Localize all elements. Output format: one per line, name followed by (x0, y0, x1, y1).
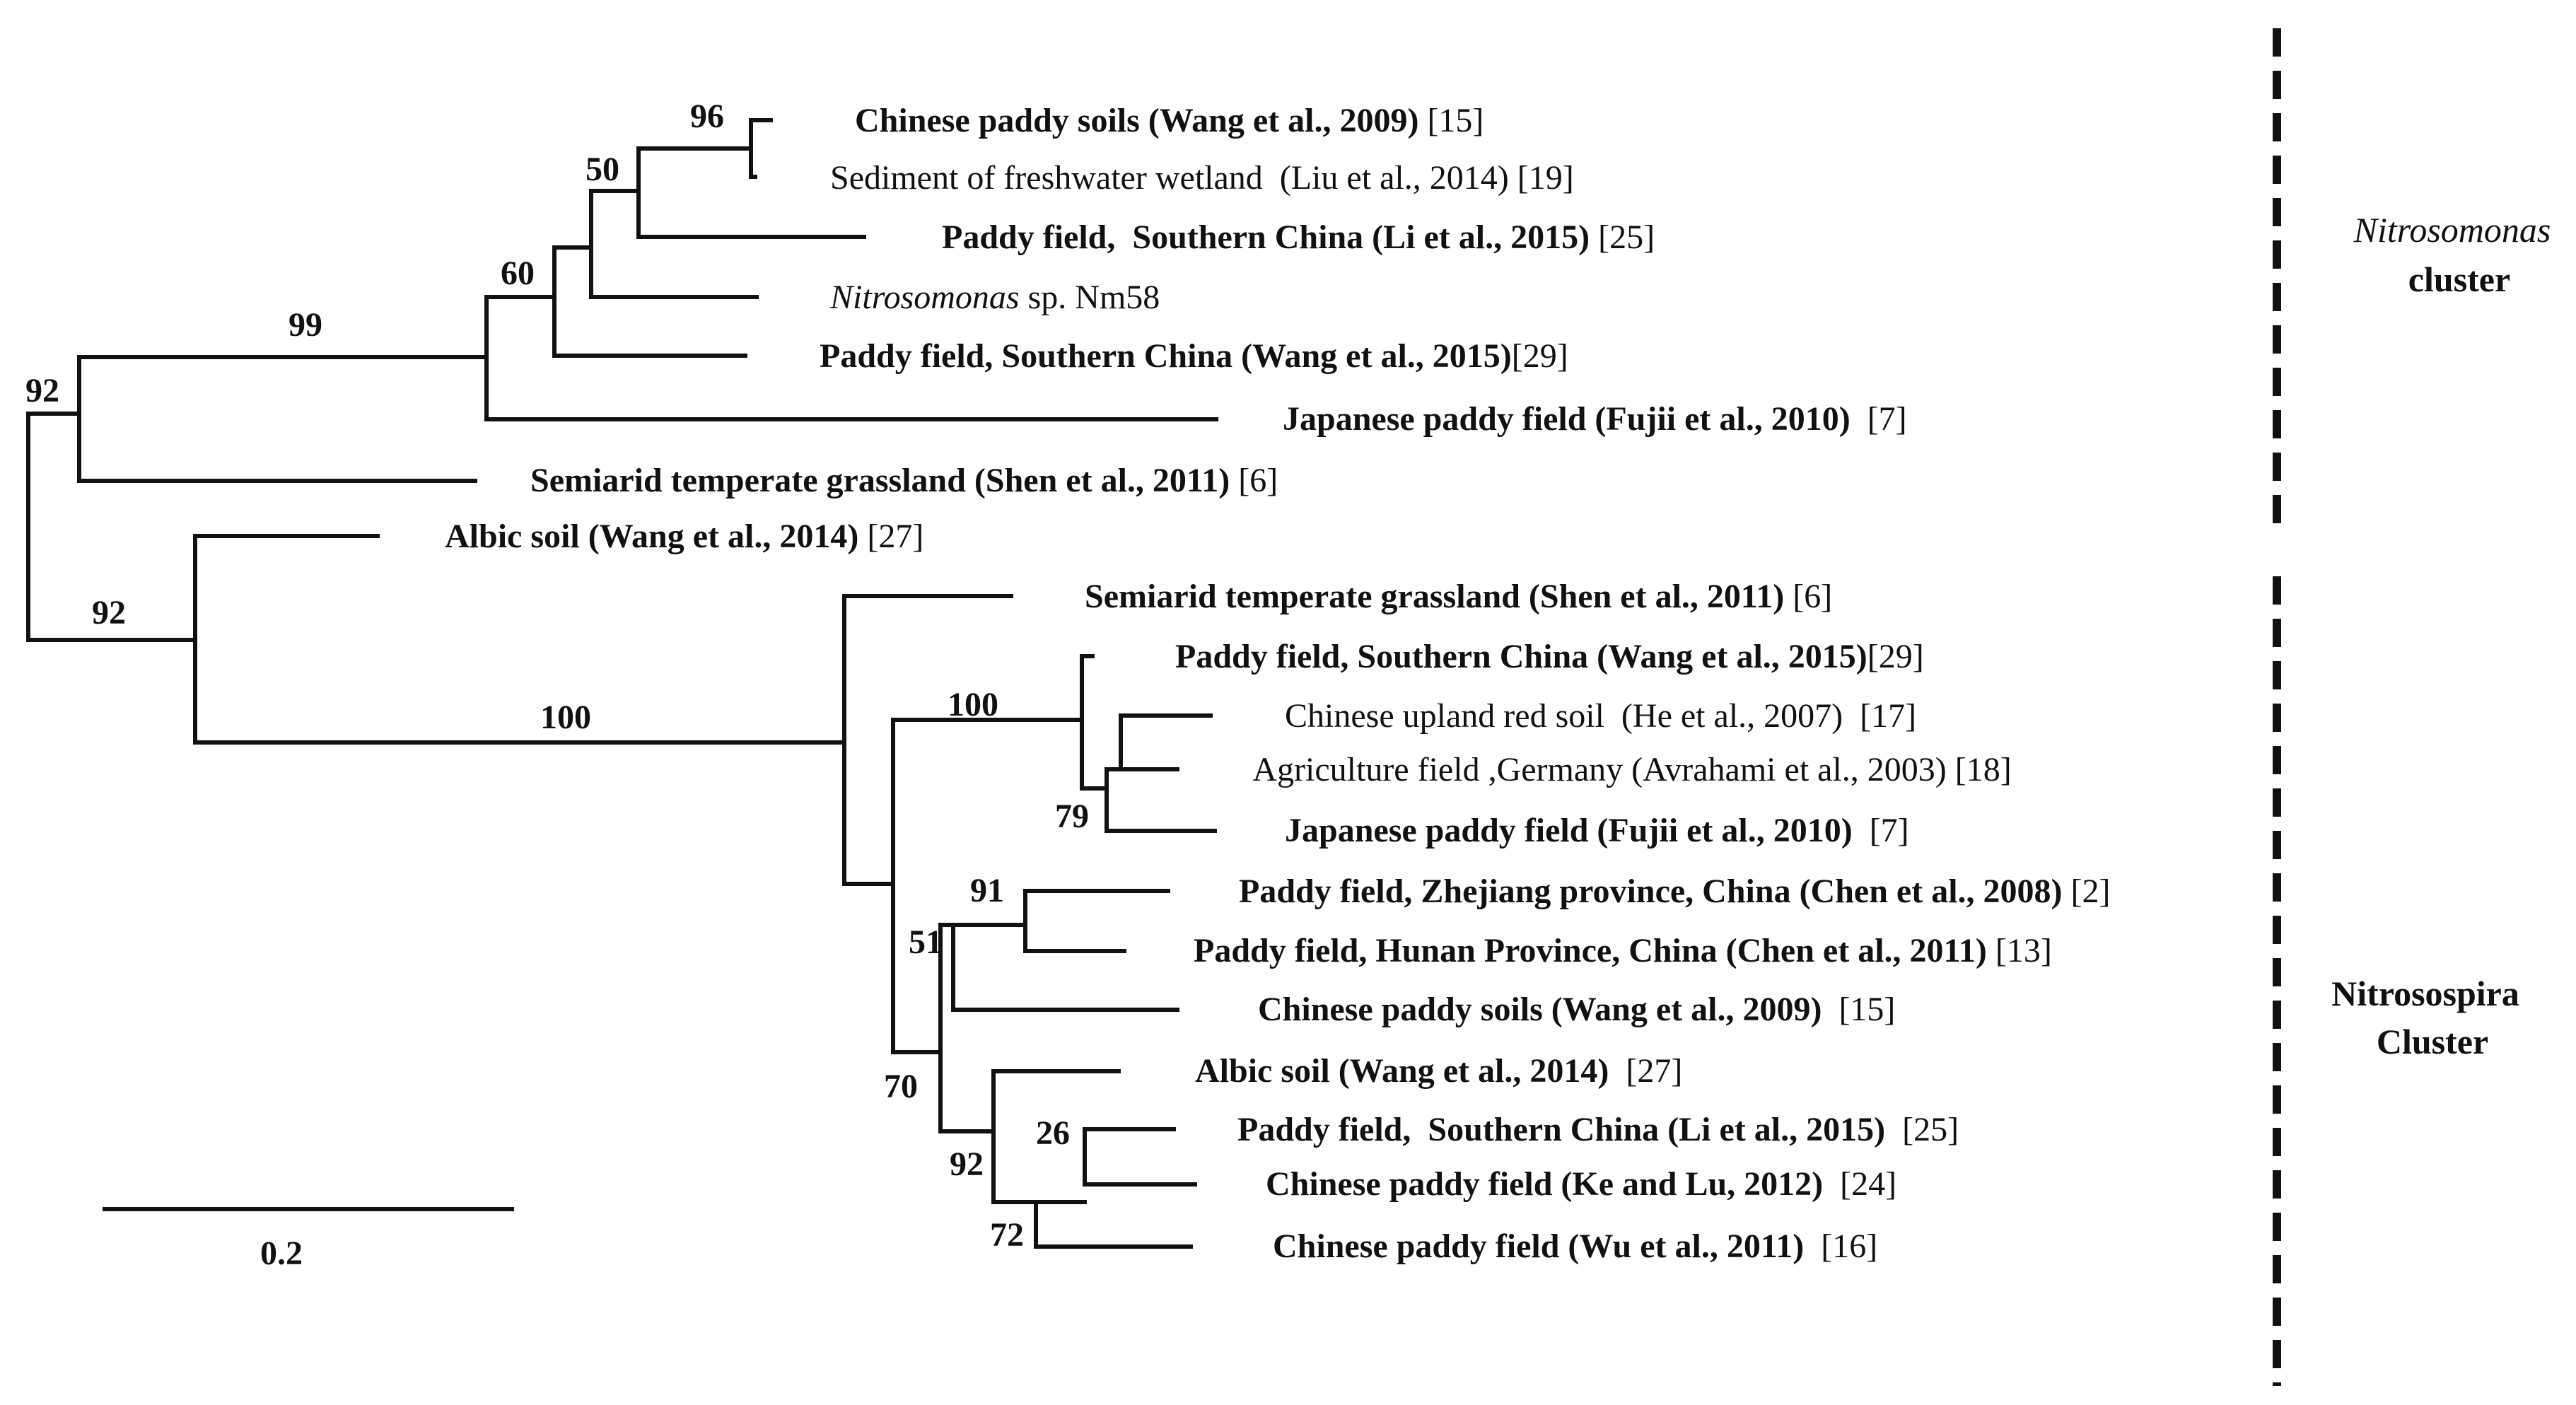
leaf-label: Chinese upland red soil (He et al., 2007… (1225, 697, 1959, 735)
nitrosospira-cluster-name: Nitrosospira (2331, 974, 2519, 1013)
leaf-label: Paddy field, Southern China (Wang et al.… (1116, 638, 1966, 675)
bootstrap-60: 60 (501, 255, 535, 292)
bootstrap-51: 51 (909, 923, 943, 961)
bootstrap-91: 91 (970, 872, 1004, 909)
leaf-label: Semiarid temperate grassland (Shen et al… (471, 462, 1320, 499)
leaf-label: Paddy field, Southern China (Li et al., … (1178, 1111, 2001, 1148)
leaf-label: Semiarid temperate grassland (Shen et al… (1025, 578, 1875, 615)
bootstrap-100a: 100 (540, 699, 591, 736)
bootstrap-values: 92 92 99 60 50 96 100 100 79 70 51 91 92… (25, 98, 1089, 1254)
leaf-labels: Chinese paddy soils (Wang et al., 2009) … (385, 102, 2152, 1265)
bootstrap-26: 26 (1036, 1114, 1070, 1152)
bootstrap-root-upper: 92 (25, 372, 59, 409)
leaf-label: Japanese paddy field (Fujii et al., 2010… (1225, 812, 1952, 849)
leaf-label: Paddy field, Hunan Province, China (Chen… (1134, 932, 2094, 969)
scale-bar: 0.2 (103, 1207, 514, 1272)
leaf-label: Albic soil (Wang et al., 2014) [27] (385, 518, 966, 555)
leaf-label: Chinese paddy soils (Wang et al., 2009) … (795, 102, 1526, 139)
leaf-label: Paddy field, Southern China (Li et al., … (882, 218, 1697, 256)
leaf-label: Japanese paddy field (Fujii et al., 2010… (1223, 400, 1950, 438)
bootstrap-root-lower: 92 (92, 594, 126, 631)
bootstrap-100b: 100 (948, 686, 998, 723)
leaf-label: Albic soil (Wang et al., 2014) [27] (1136, 1052, 1725, 1090)
bootstrap-50: 50 (585, 151, 619, 188)
bootstrap-92b: 92 (950, 1145, 984, 1183)
nitrosomonas-cluster-suffix: cluster (2408, 260, 2510, 299)
cluster-labels: Nitrosomonas cluster Nitrosospira Cluste… (2331, 210, 2551, 1061)
leaf-label: Paddy field, Southern China (Wang et al.… (760, 337, 1611, 375)
leaf-label: Chinese paddy field (Ke and Lu, 2012) [2… (1206, 1165, 1939, 1203)
bootstrap-99: 99 (289, 306, 322, 344)
leaf-label: Chinese paddy field (Wu et al., 2011) [1… (1213, 1228, 1920, 1265)
leaf-label: Agriculture field ,Germany (Avrahami et … (1195, 751, 2054, 788)
nitrosomonas-cluster-name: Nitrosomonas (2353, 210, 2551, 250)
leaf-label: Chinese paddy soils (Wang et al., 2009) … (1199, 991, 1937, 1028)
leaf-label: Paddy field, Zhejiang province, China (C… (1179, 873, 2152, 910)
tree-branches (26, 118, 1218, 1249)
bootstrap-96: 96 (690, 98, 724, 135)
bootstrap-79: 79 (1055, 798, 1089, 835)
scale-bar-label: 0.2 (260, 1235, 303, 1272)
leaf-label: Nitrosomonas sp. Nm58 (771, 279, 1202, 316)
bootstrap-70: 70 (884, 1068, 918, 1105)
nitrosospira-cluster-suffix: Cluster (2377, 1022, 2488, 1061)
leaf-label: Sediment of freshwater wetland (Liu et a… (771, 159, 1616, 197)
bootstrap-72: 72 (990, 1216, 1024, 1254)
